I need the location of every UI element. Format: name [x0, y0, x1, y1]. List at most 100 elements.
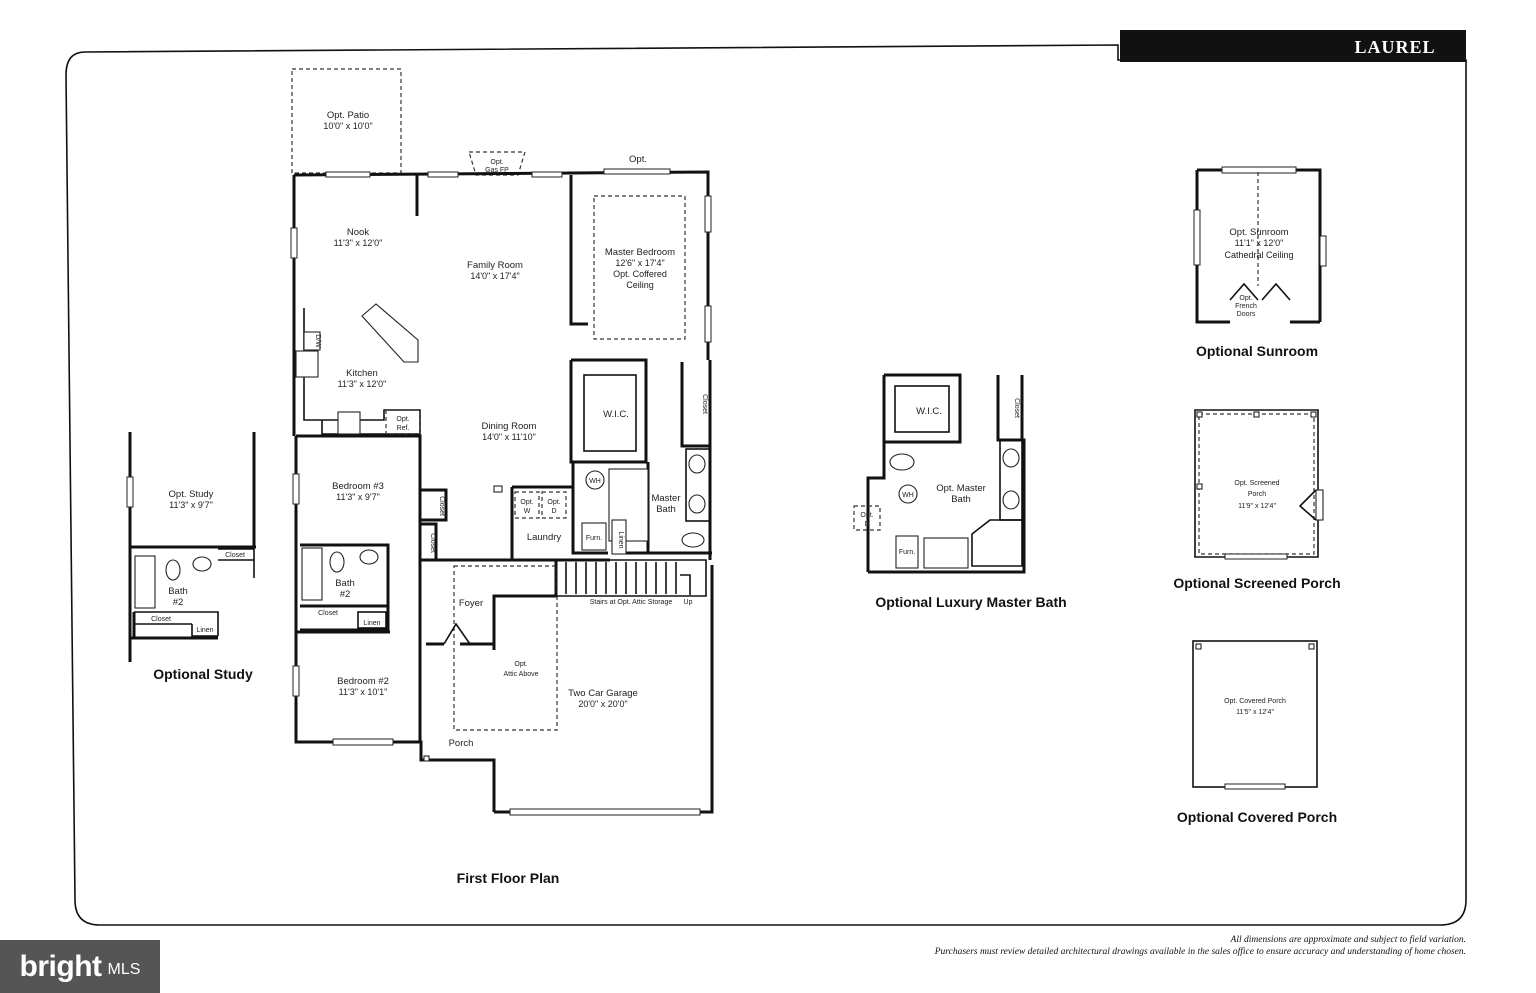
- disclaimer: All dimensions are approximate and subje…: [766, 934, 1466, 958]
- porch-label: Porch: [449, 738, 474, 749]
- foyer-wall: [426, 558, 558, 650]
- toilet: [681, 532, 705, 548]
- opt-patio-dim: 10'0" x 10'0": [323, 121, 372, 131]
- sink: [688, 454, 706, 474]
- laundry-label: Laundry: [527, 532, 562, 543]
- kitchen-label: Kitchen: [346, 368, 378, 379]
- window: [427, 171, 459, 178]
- optional-screened-porch-plan: Opt. Screened Porch 11'9" x 12'4" Option…: [1173, 409, 1341, 591]
- bedroom2-label: Bedroom #2: [337, 676, 389, 687]
- wic-label: W.I.C.: [603, 409, 629, 420]
- garage-dim: 20'0" x 20'0": [578, 699, 627, 709]
- bedroom2-dim: 11'3" x 10'1": [339, 687, 388, 697]
- lux-wic-label: W.I.C.: [916, 406, 942, 417]
- watermark-brand: bright: [19, 949, 102, 983]
- window: [603, 168, 671, 175]
- lux-shower: [923, 537, 969, 569]
- sheet-border: [65, 44, 1467, 926]
- porch-post: [1196, 411, 1203, 418]
- water-heater: [898, 484, 918, 504]
- sunroom-note: Cathedral Ceiling: [1224, 250, 1293, 260]
- lux-opt-d-sub: D: [864, 521, 869, 528]
- opt-w-label: Opt.: [520, 499, 533, 506]
- lux-wic-shelf: [894, 385, 950, 433]
- bath2-label: Bath: [335, 578, 355, 589]
- french-doors-label2: French: [1235, 303, 1257, 310]
- coffered-ceiling-outline: [593, 195, 686, 340]
- garage-label: Two Car Garage: [568, 688, 638, 699]
- foyer-label: Foyer: [459, 598, 483, 609]
- lux-bath-sub: Bath: [951, 494, 971, 505]
- furnace: [895, 535, 919, 569]
- screen-door: [1298, 489, 1317, 521]
- toilet: [329, 551, 345, 573]
- linen-hall: [611, 519, 627, 555]
- opt-washer: [514, 491, 540, 519]
- sink: [688, 494, 706, 514]
- optional-study-title: Optional Study: [153, 666, 253, 682]
- opt-attic-sub: Attic Above: [503, 671, 538, 678]
- porch-post: [1196, 483, 1203, 490]
- opt-dryer: [541, 491, 567, 519]
- opt-gas-fp-sub: Gas FP: [485, 167, 509, 174]
- window: [292, 473, 300, 505]
- opt-patio-label: Opt. Patio: [327, 110, 369, 121]
- linen-b2-label: Linen: [363, 620, 380, 627]
- master-bedroom-wall: [569, 175, 588, 326]
- master-bedroom-note2: Ceiling: [626, 280, 654, 290]
- master-bath-label: Master: [651, 493, 680, 504]
- french-doors: [1229, 282, 1291, 301]
- stairs-label: Stairs at Opt. Attic Storage: [590, 599, 673, 606]
- lux-opt-dryer: [853, 505, 881, 531]
- sunroom-label: Opt. Sunroom: [1229, 227, 1288, 238]
- bedroom3-wall: [296, 434, 448, 562]
- opt-ref-label: Opt.: [396, 416, 409, 423]
- porch-post: [1253, 411, 1260, 418]
- study-bath-wall: [130, 612, 218, 640]
- gas-fireplace-outline: [468, 151, 526, 176]
- range: [337, 411, 361, 435]
- sink: [359, 549, 379, 565]
- optional-covered-porch-plan: Opt. Covered Porch 11'5" x 12'4" Optiona…: [1177, 640, 1337, 825]
- master-bedroom-label: Master Bedroom: [605, 247, 675, 258]
- master-closet-label: Closet: [701, 394, 708, 414]
- bathtub: [134, 555, 156, 609]
- furn-label: Furn.: [586, 535, 602, 542]
- window: [1224, 783, 1286, 790]
- opt-study-label: Opt. Study: [169, 489, 214, 500]
- kitchen-sink: [295, 350, 319, 378]
- opt-ref-outline: [385, 409, 421, 435]
- furnace: [581, 522, 607, 551]
- window: [1319, 235, 1327, 267]
- linen-b2: [357, 611, 387, 629]
- garage-door: [509, 808, 701, 816]
- closet-hall-label: Closet: [429, 533, 436, 553]
- opt-study-dim: 11'3" x 9'7": [169, 500, 213, 510]
- window: [1221, 166, 1297, 174]
- french-doors-label3: Doors: [1237, 311, 1256, 318]
- bedroom3-dim: 11'3" x 9'7": [336, 492, 380, 502]
- optional-sunroom-plan: Opt. Sunroom 11'1" x 12'0" Cathedral Cei…: [1193, 166, 1327, 359]
- window: [126, 476, 134, 508]
- master-bath-sub: Bath: [656, 504, 676, 515]
- dining-room-dim: 14'0" x 11'10": [482, 432, 536, 442]
- master-bedroom-dim: 12'6" x 17'4": [615, 258, 664, 268]
- first-floor-plan-title: First Floor Plan: [457, 870, 560, 886]
- window: [1193, 209, 1201, 266]
- wic-shelf: [583, 374, 637, 452]
- window: [292, 665, 300, 697]
- thermostat: [493, 485, 503, 493]
- lux-wh-label: WH: [902, 492, 914, 499]
- closet-b3-label: Closet: [438, 496, 445, 516]
- study-bath-sub: #2: [173, 597, 184, 608]
- french-doors-label1: Opt.: [1239, 295, 1252, 302]
- stair-arrow: [680, 574, 691, 595]
- porch-post: [1308, 643, 1315, 650]
- nook-dim: 11'3" x 12'0": [334, 238, 383, 248]
- dishwasher: [303, 331, 321, 351]
- brand-bar: [1120, 30, 1466, 62]
- wh-label: WH: [589, 478, 601, 485]
- sink: [192, 556, 212, 572]
- disclaimer-line1: All dimensions are approximate and subje…: [1230, 935, 1466, 945]
